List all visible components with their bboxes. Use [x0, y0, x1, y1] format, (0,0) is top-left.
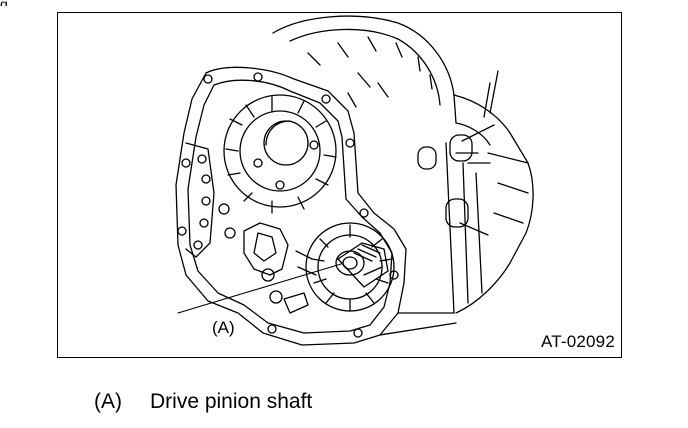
legend-key: (A): [94, 390, 122, 413]
figure-frame: (A) AT-02092: [57, 12, 622, 358]
legend: (A) Drive pinion shaft: [94, 390, 312, 414]
callout-label-a: (A): [212, 318, 235, 337]
legend-text: Drive pinion shaft: [150, 390, 313, 413]
top-clipped-text: g: [0, 0, 8, 6]
case-boss: [445, 198, 469, 228]
transmission-case-illustration: [175, 15, 534, 346]
case-flange: [175, 66, 407, 346]
bearing-boss-outer: [223, 94, 337, 208]
case-boss: [449, 134, 473, 162]
case-boss: [417, 146, 437, 170]
bearing-bore: [263, 120, 309, 166]
callout-leader-line: [177, 263, 342, 314]
figure-code: AT-02092: [540, 332, 615, 351]
drive-pinion-shaft: [337, 242, 389, 288]
oil-passage: [185, 142, 215, 258]
